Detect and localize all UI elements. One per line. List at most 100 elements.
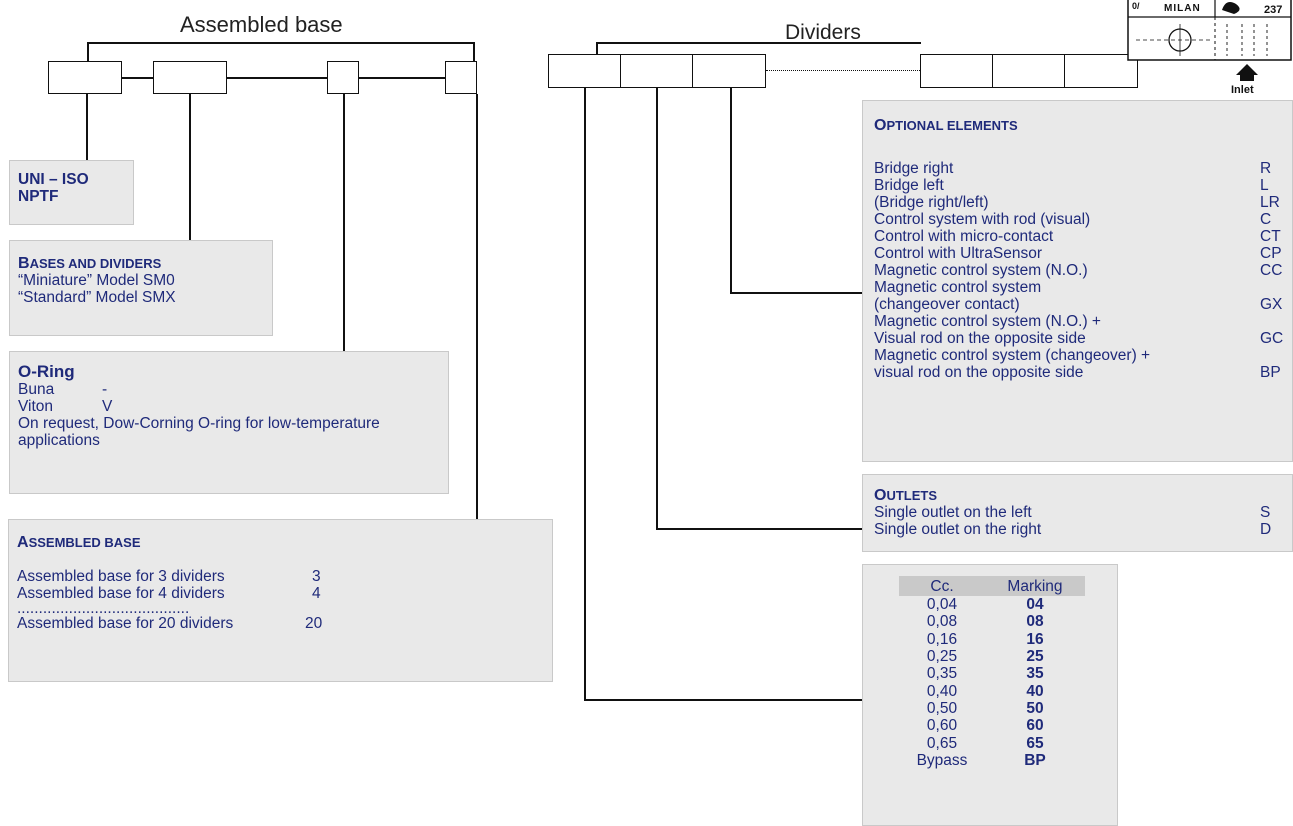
optional-element-label: Magnetic control system (N.O.) — [874, 262, 1088, 279]
optional-element-label: Control system with rod (visual) — [874, 211, 1091, 228]
oring-heading: O-Ring — [18, 362, 75, 381]
optional-element-code: CP — [1260, 245, 1282, 262]
base-bracket-left — [87, 42, 89, 62]
divider-box-4 — [920, 54, 994, 88]
base-option-dots: ........................................ — [17, 600, 190, 617]
divider-box-2 — [620, 54, 694, 88]
leader-capacity-h — [584, 699, 862, 701]
leader-model — [189, 94, 191, 240]
optional-element-label: visual rod on the opposite side — [874, 364, 1084, 381]
optional-element-row: Bridge left L — [874, 177, 1282, 194]
optional-element-label: Magnetic control system (changeover) + — [874, 347, 1151, 364]
capacity-marking: 04 — [1026, 596, 1044, 614]
leader-outlets-h — [656, 528, 862, 530]
leader-optional-h — [730, 292, 862, 294]
capacity-row: 0,04 04 — [899, 596, 1085, 613]
capacity-marking: BP — [1024, 751, 1046, 769]
model-miniature: “Miniature” Model SM0 — [18, 272, 175, 289]
optional-element-code — [1260, 279, 1282, 296]
capacity-marking: 16 — [1026, 630, 1044, 648]
divider-box-1 — [548, 54, 622, 88]
base-bracket-top — [87, 42, 474, 44]
thread-panel: UNI – ISO NPTF — [9, 160, 134, 225]
stamp-prefix: 0/ — [1132, 1, 1140, 11]
optional-element-label: Control with UltraSensor — [874, 245, 1042, 262]
optional-element-row: Control system with rod (visual) C — [874, 211, 1282, 228]
optional-element-row: Magnetic control system (N.O.) + — [874, 313, 1282, 330]
optional-element-row: visual rod on the opposite side BP — [874, 364, 1282, 381]
leader-optional — [730, 88, 732, 293]
capacity-header-cc: Cc. — [899, 576, 985, 596]
capacity-marking: 25 — [1026, 648, 1044, 666]
code-box-oring — [327, 61, 359, 94]
capacity-value: 0,50 — [926, 699, 958, 717]
optional-element-code — [1260, 313, 1282, 330]
bases-dividers-heading: Bases and dividers — [18, 255, 162, 272]
optional-element-code: GX — [1260, 296, 1283, 313]
stamp-logo-shape — [1222, 2, 1240, 14]
capacity-row: 0,65 65 — [899, 734, 1085, 752]
optional-element-row: Magnetic control system — [874, 279, 1282, 296]
divider-box-6 — [1064, 54, 1138, 88]
optional-element-row: Magnetic control system (changeover) + — [874, 347, 1282, 364]
leader-oring — [343, 94, 345, 351]
optional-element-label: Magnetic control system — [874, 279, 1042, 296]
oring-buna: Buna- — [18, 381, 108, 398]
optional-element-label: (changeover contact) — [874, 296, 1020, 313]
optional-element-code: CT — [1260, 228, 1281, 245]
optional-element-code: C — [1260, 211, 1272, 228]
capacity-row: 0,60 60 — [899, 717, 1085, 734]
optional-element-label: (Bridge right/left) — [874, 194, 989, 211]
capacity-value: 0,60 — [926, 717, 958, 735]
optional-elements-heading: Optional elements — [874, 117, 1018, 134]
optional-element-code: CC — [1260, 262, 1283, 279]
base-bracket-right — [473, 42, 475, 62]
code-box-thread — [48, 61, 122, 94]
optional-element-code: L — [1260, 177, 1269, 194]
optional-element-code: BP — [1260, 364, 1281, 381]
capacity-marking: 40 — [1026, 682, 1044, 700]
optional-element-code: LR — [1260, 194, 1280, 211]
leader-outlets — [656, 88, 658, 529]
capacity-value: Bypass — [916, 751, 968, 769]
outlets-heading: Outlets — [874, 487, 938, 504]
optional-element-label: Bridge left — [874, 177, 944, 194]
inlet-label: Inlet — [1231, 84, 1254, 96]
capacity-marking: 60 — [1026, 717, 1044, 735]
optional-element-code — [1260, 347, 1282, 364]
stamp-svg — [1127, 0, 1292, 81]
assembled-base-panel: Assembled base Assembled base for 3 divi… — [8, 519, 553, 682]
capacity-value: 0,04 — [926, 596, 958, 614]
divider-box-3 — [692, 54, 766, 88]
capacity-marking: 65 — [1026, 734, 1044, 752]
capacity-marking: 35 — [1026, 665, 1044, 683]
assembled-base-heading: Assembled base — [17, 534, 141, 551]
optional-element-label: Visual rod on the opposite side — [874, 330, 1086, 347]
optional-element-row: (Bridge right/left) LR — [874, 194, 1282, 211]
inlet-arrow-icon — [1236, 64, 1258, 75]
stamp-drawing: 0/ MILAN 237 Inlet — [1126, 0, 1293, 100]
optional-element-row: Control with UltraSensor CP — [874, 245, 1282, 262]
dividers-title: Dividers — [785, 21, 861, 44]
capacity-row: Bypass BP — [899, 752, 1085, 769]
optional-element-row: Magnetic control system (N.O.) CC — [874, 262, 1282, 279]
thread-line-1: UNI – ISO — [18, 171, 89, 188]
capacity-value: 0,65 — [926, 734, 958, 752]
capacity-value: 0,08 — [926, 613, 958, 631]
dividers-bracket-left — [596, 42, 598, 55]
capacity-header-marking: Marking — [985, 576, 1085, 596]
